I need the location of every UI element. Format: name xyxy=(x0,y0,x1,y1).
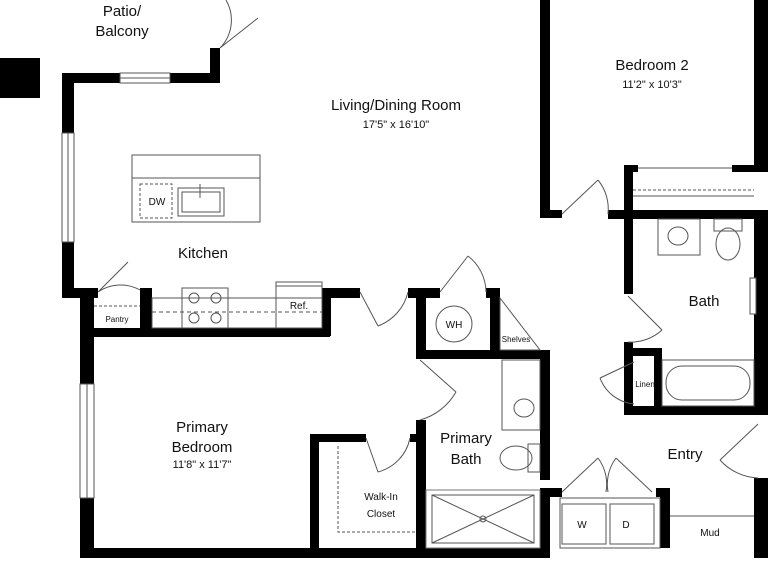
door-entry xyxy=(719,423,759,479)
primary-bath-label-1: Primary xyxy=(440,430,492,447)
walls xyxy=(0,0,768,558)
washer-box xyxy=(561,503,607,545)
living-room-label: Living/Dining Room xyxy=(331,97,461,114)
labels: Patio/ Balcony Living/Dining Room 17'5" … xyxy=(95,3,719,539)
wall-bed2-closet-left xyxy=(624,165,633,215)
door-patio xyxy=(219,0,259,49)
wall-bath-top xyxy=(416,350,546,359)
wall-bed2-closet-top-a xyxy=(624,165,638,172)
door-walk-in-closet xyxy=(365,437,411,473)
doors xyxy=(97,0,759,493)
wall-bath-left-upper xyxy=(624,210,633,294)
wall-linen-box-right xyxy=(654,348,662,414)
door-primary-bath xyxy=(419,359,457,421)
pantry-label: Pantry xyxy=(105,315,128,324)
wall-patio-return xyxy=(210,48,220,83)
kitchen-island xyxy=(131,154,261,223)
door-hall xyxy=(359,291,409,327)
bath-label: Bath xyxy=(689,293,720,310)
kitchen-sink xyxy=(177,187,225,217)
water-heater-label: WH xyxy=(446,320,463,331)
shelves-label: Shelves xyxy=(502,335,530,344)
wall-ref-side xyxy=(322,288,331,336)
patio-label-1: Patio/ xyxy=(103,3,142,20)
wall-left-lower-b xyxy=(80,498,94,558)
wall-bed-bath-upper xyxy=(416,288,426,356)
bath-toilet xyxy=(715,227,741,261)
kitchen-label: Kitchen xyxy=(178,245,228,262)
door-laundry-right xyxy=(606,457,653,493)
primary-bath-vanity xyxy=(501,359,541,431)
wall-primarybath-bottom-right xyxy=(540,488,550,558)
dishwasher-box xyxy=(139,183,173,219)
wall-primarybath-right xyxy=(540,350,550,480)
primary-shower xyxy=(425,489,541,549)
primary-toilet xyxy=(499,445,533,471)
wall-wh-right xyxy=(490,288,500,354)
door-bedroom2 xyxy=(561,179,609,215)
wall-linen-box-top xyxy=(624,348,662,356)
wall-laundry-right xyxy=(660,488,670,548)
washer-label: W xyxy=(577,520,587,531)
wall-closet-top xyxy=(310,434,366,442)
wall-bath-left-lower xyxy=(624,342,633,414)
wall-pantry-right xyxy=(140,288,152,336)
wall-left-upper xyxy=(62,73,74,133)
door-bath xyxy=(627,295,663,343)
shelves-outline xyxy=(499,296,542,351)
bath-vanity xyxy=(657,218,701,256)
bedroom2-label: Bedroom 2 xyxy=(615,57,688,74)
dryer-box xyxy=(609,503,655,545)
walk-in-closet-label-1: Walk-In xyxy=(364,492,398,503)
bath-tub xyxy=(661,359,755,407)
wall-right-bath xyxy=(754,210,768,415)
bedroom2-dims: 11'2" x 10'3" xyxy=(622,79,682,91)
wall-kitchen-bottom xyxy=(80,328,330,337)
wall-left-mid xyxy=(62,242,74,297)
wall-ref-right xyxy=(322,288,360,298)
wall-right-exterior xyxy=(754,0,768,170)
mud-label: Mud xyxy=(700,528,719,539)
wall-laundry-top-left xyxy=(548,488,562,497)
wall-bath-bottom xyxy=(624,406,768,415)
wall-bed2-bottom-right xyxy=(608,210,768,219)
dishwasher-label: DW xyxy=(149,197,166,208)
primary-bedroom-dims: 11'8" x 11'7" xyxy=(173,459,232,471)
living-room-dims: 17'5" x 16'10" xyxy=(363,119,430,131)
range xyxy=(181,287,229,329)
door-linen xyxy=(599,361,635,405)
wall-top-mid xyxy=(170,73,220,83)
door-laundry-left xyxy=(561,457,608,493)
wall-bed-bath-lower xyxy=(416,420,426,558)
wall-bed2-left xyxy=(540,0,550,218)
refrigerator-label: Ref. xyxy=(290,301,308,312)
walk-in-closet-label-2: Closet xyxy=(367,509,396,520)
wall-bed2-closet-top-b xyxy=(732,165,768,172)
exterior-column xyxy=(0,58,40,98)
fixtures xyxy=(94,154,755,549)
entry-label: Entry xyxy=(667,446,703,463)
wall-right-entry xyxy=(754,478,768,558)
primary-bath-label-2: Bath xyxy=(451,451,482,468)
water-heater-tank xyxy=(435,305,473,343)
linen-label: Linen xyxy=(635,380,655,389)
patio-label-2: Balcony xyxy=(95,23,149,40)
dryer-label: D xyxy=(622,520,629,531)
laundry-box xyxy=(559,497,661,549)
window-right-bath xyxy=(749,277,757,315)
wall-closet-left xyxy=(310,434,319,558)
wall-kitchen-left xyxy=(62,288,98,298)
door-pantry xyxy=(97,261,141,293)
windows xyxy=(61,72,757,499)
wall-top-left xyxy=(62,73,120,83)
refrigerator-box xyxy=(275,281,323,329)
primary-bedroom-label-1: Primary xyxy=(176,419,228,436)
wall-bed2-bottom-left xyxy=(540,210,562,218)
primary-bedroom-label-2: Bedroom xyxy=(172,439,233,456)
door-water-heater xyxy=(439,255,487,293)
wall-closet-top-right xyxy=(410,434,426,442)
